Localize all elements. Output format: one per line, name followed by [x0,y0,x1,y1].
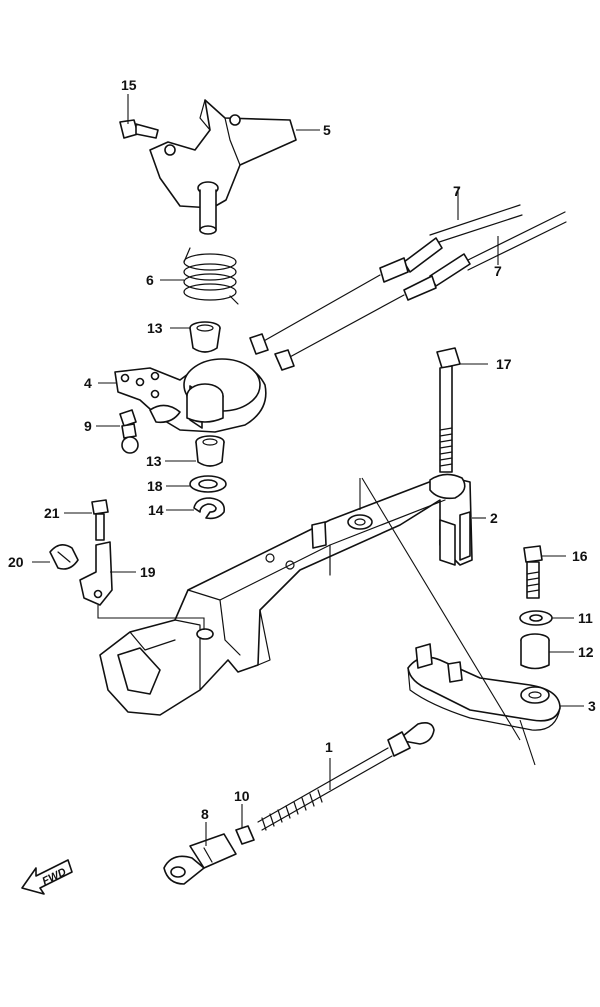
part-16-bolt [523,545,543,599]
part-18-washer [189,475,227,493]
callout-2: 2 [490,510,498,526]
part-8-rod-end [163,833,237,885]
part-10-nut [235,825,255,845]
callout-9: 9 [84,418,92,434]
callout-17: 17 [496,356,512,372]
callout-7-lower: 7 [494,263,502,279]
part-6-spring [183,247,239,305]
callout-13-lower: 13 [146,453,162,469]
part-1-rod [257,722,435,831]
part-12-collar [520,633,550,670]
callout-16: 16 [572,548,588,564]
callout-7-upper: 7 [453,183,461,199]
callout-3: 3 [588,698,596,714]
part-7-cables [249,204,567,371]
part-21-bolt [91,499,109,541]
callout-5: 5 [323,122,331,138]
part-13-bushing-upper [189,321,221,353]
part-11-washer [519,610,553,626]
callout-8: 8 [201,806,209,822]
callout-20: 20 [8,554,24,570]
part-9-ball-stud [119,409,139,454]
callout-21: 21 [44,505,60,521]
fwd-arrow-icon: FWD [21,859,73,895]
callout-1: 1 [325,739,333,755]
part-3-link-arm [407,643,561,731]
callout-14: 14 [148,502,164,518]
callout-15: 15 [121,77,137,93]
callout-13-upper: 13 [147,320,163,336]
callout-6: 6 [146,272,154,288]
part-13-bushing-lower [195,435,225,467]
part-15-bolt [119,119,159,139]
part-4-lever-plate [114,358,267,433]
fwd-label: FWD [40,866,68,888]
callout-10: 10 [234,788,250,804]
callout-12: 12 [578,644,594,660]
callout-4: 4 [84,375,92,391]
callout-19: 19 [140,564,156,580]
callouts: 15 5 7 7 6 13 4 9 13 18 14 21 19 20 17 2… [8,77,596,822]
part-2-main-arm [99,473,473,716]
part-20-clip [49,544,79,570]
part-5-bracket [149,99,297,235]
part-14-e-clip [193,497,226,520]
callout-18: 18 [147,478,163,494]
part-19-bracket-plate [79,541,113,606]
part-17-long-bolt [436,347,461,473]
callout-11: 11 [578,610,593,626]
leader-lines [32,94,584,846]
